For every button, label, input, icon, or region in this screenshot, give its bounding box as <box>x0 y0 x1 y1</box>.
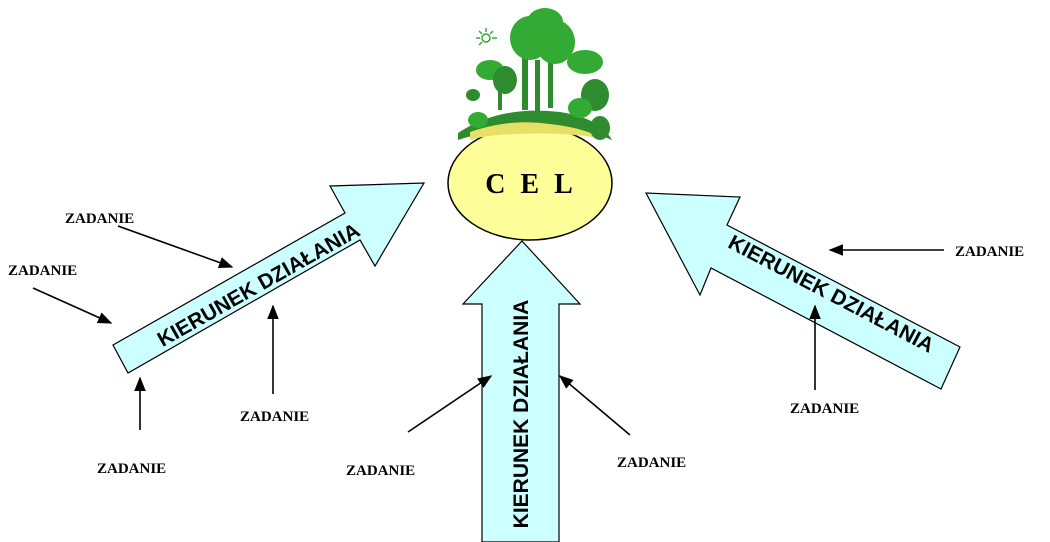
task-label-2: ZADANIE <box>8 263 77 279</box>
task-label-6: ZADANIE <box>617 455 686 471</box>
task-label-8: ZADANIE <box>790 401 859 417</box>
center-arrow-label: KIERUNEK DZIAŁANIA <box>510 300 533 529</box>
left-direction-arrow <box>112 182 426 374</box>
center-direction-arrow <box>461 240 582 542</box>
nature-illustration <box>458 8 612 140</box>
task-arrow-6 <box>558 375 631 436</box>
task-label-7: ZADANIE <box>955 244 1024 260</box>
task-label-3: ZADANIE <box>240 409 309 425</box>
sun-icon <box>476 28 497 46</box>
task-label-1: ZADANIE <box>65 211 134 227</box>
goal-label: C E L <box>485 169 577 200</box>
task-arrow-5 <box>407 375 493 433</box>
task-arrow-1 <box>117 225 234 269</box>
right-direction-arrow <box>644 192 961 390</box>
task-arrow-2 <box>32 287 113 324</box>
task-label-4: ZADANIE <box>97 461 166 477</box>
left-arrow-label: KIERUNEK DZIAŁANIA <box>154 219 364 352</box>
task-label-5: ZADANIE <box>346 463 415 479</box>
